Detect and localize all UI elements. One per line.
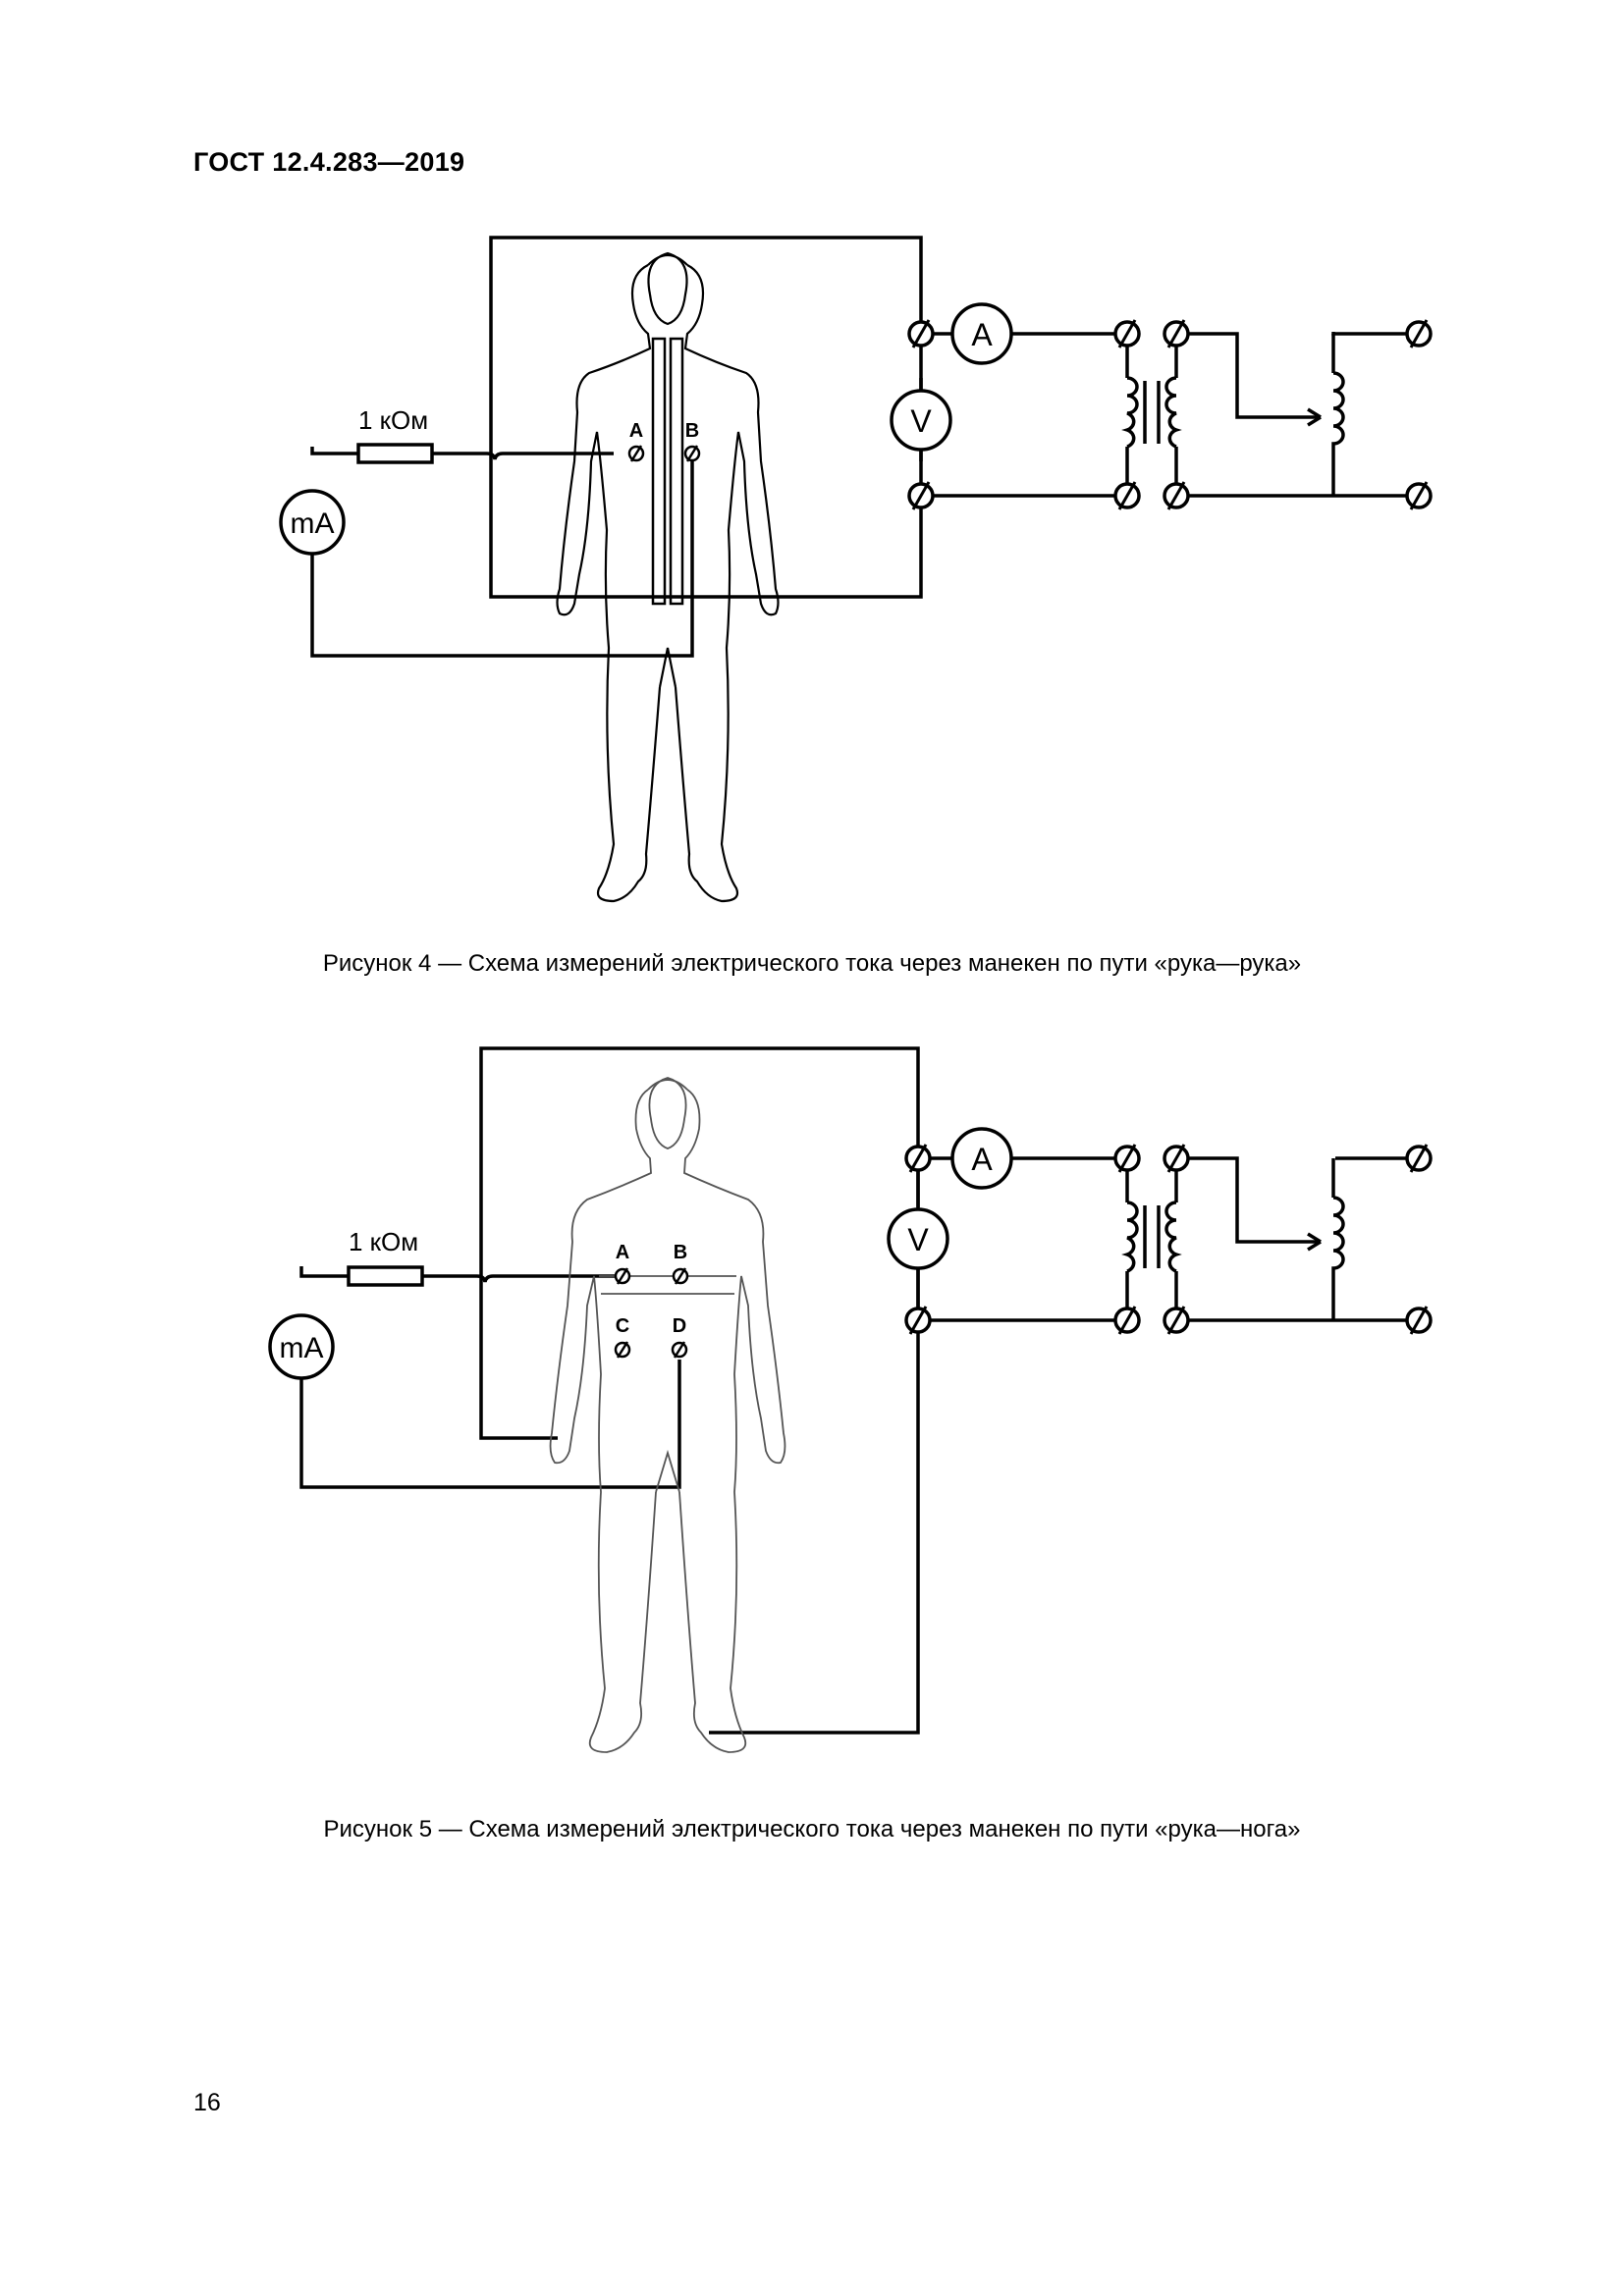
ammeter-label: A bbox=[971, 317, 993, 352]
milliammeter bbox=[279, 489, 346, 556]
wire-resistor-right bbox=[432, 452, 614, 460]
resistor-label: 1 кОм bbox=[358, 405, 428, 435]
resistor-label: 1 кОм bbox=[349, 1227, 418, 1256]
transformer bbox=[1121, 1170, 1345, 1308]
point-c-label: C bbox=[616, 1315, 629, 1337]
mannequin-figure-5 bbox=[549, 1077, 786, 1753]
voltmeter bbox=[890, 389, 952, 452]
resistor-1kohm bbox=[347, 1265, 424, 1287]
voltmeter bbox=[887, 1207, 949, 1270]
ammeter-label: A bbox=[971, 1142, 993, 1177]
variac-arrow bbox=[1307, 407, 1322, 427]
page-number: 16 bbox=[193, 2089, 221, 2116]
point-a-label: A bbox=[616, 1242, 629, 1263]
point-b-label: B bbox=[685, 420, 699, 442]
ammeter bbox=[950, 302, 1013, 365]
ammeter bbox=[950, 1127, 1013, 1190]
figure-5: 1 кОм mA A V A B C bbox=[0, 982, 1624, 1865]
point-b-label: B bbox=[674, 1242, 687, 1263]
wire-transformer-out bbox=[1176, 1156, 1321, 1244]
wire-variac bbox=[1176, 332, 1414, 498]
variac-arrow bbox=[1307, 1232, 1322, 1252]
milliammeter-label: mA bbox=[291, 507, 335, 540]
voltmeter-label: V bbox=[910, 403, 932, 439]
mannequin-figure-4 bbox=[556, 251, 780, 903]
terminal-slashes bbox=[911, 319, 1429, 510]
milliammeter bbox=[268, 1313, 335, 1380]
wire-resistor-left bbox=[299, 1266, 349, 1278]
terminal-slashes bbox=[908, 1144, 1429, 1335]
wire-transformer-out bbox=[1176, 332, 1321, 419]
figure-4: 1 кОм mA A V bbox=[0, 0, 1624, 982]
transformer bbox=[1121, 346, 1345, 484]
electrode-strips bbox=[651, 337, 684, 606]
point-a-label: A bbox=[629, 420, 643, 442]
wire-resistor-left bbox=[310, 447, 358, 455]
wire-ma-bottom bbox=[299, 1360, 681, 1489]
milliammeter-label: mA bbox=[280, 1332, 324, 1364]
figure-5-diagram: 1 кОм mA A V A B C bbox=[268, 1046, 1433, 1753]
voltmeter-label: V bbox=[907, 1222, 929, 1257]
figure-4-caption: Рисунок 4 — Схема измерений электрическо… bbox=[322, 950, 1302, 977]
wire-loop-top bbox=[489, 236, 923, 599]
figure-4-diagram: 1 кОм mA A V bbox=[279, 236, 1433, 903]
document-header: ГОСТ 12.4.283—2019 bbox=[193, 147, 465, 177]
point-d-label: D bbox=[673, 1315, 686, 1337]
wire-variac bbox=[1176, 1156, 1414, 1322]
wire-resistor-right bbox=[422, 1274, 619, 1283]
resistor-1kohm bbox=[356, 443, 434, 464]
wire-ma-bottom bbox=[310, 454, 694, 658]
figure-5-caption: Рисунок 5 — Схема измерений электрическо… bbox=[323, 1816, 1301, 1842]
wire-loop-top bbox=[479, 1046, 920, 1735]
